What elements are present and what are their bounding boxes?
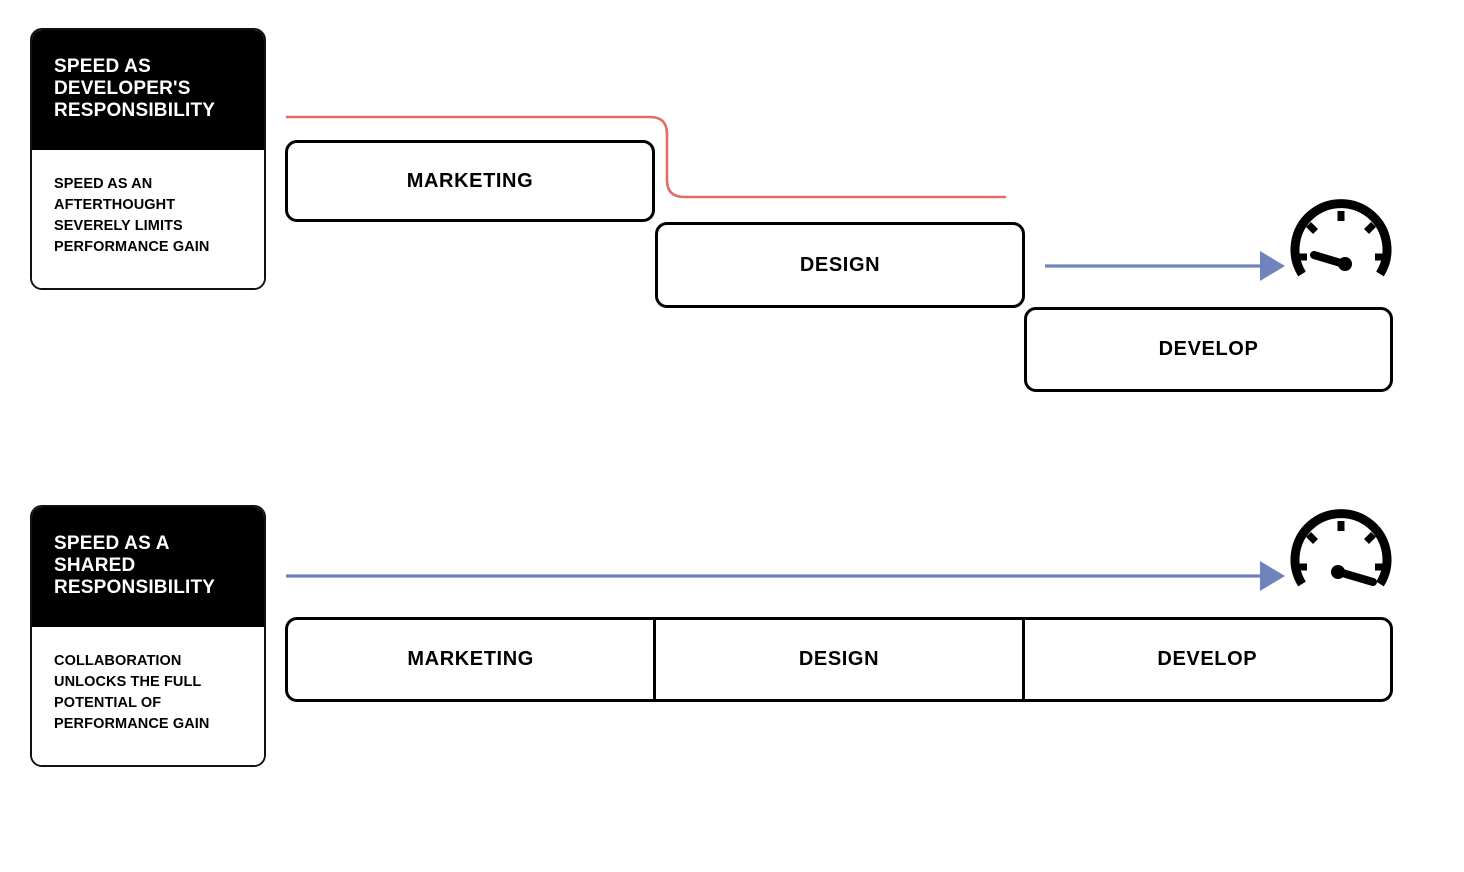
stage-box-label-design-bottom: DESIGN <box>798 648 880 670</box>
stage-box-label-marketing-top: MARKETING <box>406 169 534 192</box>
card-developer-responsibility: SPEED AS DEVELOPER'S RESPONSIBILITY SPEE… <box>30 28 266 291</box>
card-body-text-developer: SPEED AS AN AFTERTHOUGHT SEVERELY LIMITS… <box>54 176 210 256</box>
speedometer-low-icon <box>1290 199 1392 277</box>
stage-box-develop-top[interactable]: DEVELOP <box>1024 307 1393 392</box>
card-shared-responsibility: SPEED AS A SHARED RESPONSIBILITY COLLABO… <box>30 505 266 768</box>
stage-box-label-marketing-bottom: MARKETING <box>407 648 534 670</box>
stage-box-design-top[interactable]: DESIGN <box>655 222 1025 308</box>
blue-flow-arrow-long <box>286 561 1285 591</box>
stage-box-label-develop-bottom: DEVELOP <box>1157 648 1258 670</box>
card-header-text-shared: SPEED AS A SHARED RESPONSIBILITY <box>54 533 216 599</box>
joined-stage-bar: MARKETING DESIGN DEVELOP <box>285 617 1393 702</box>
speedometer-high-icon <box>1290 509 1392 587</box>
stage-box-label-develop-top: DEVELOP <box>1158 338 1259 360</box>
blue-flow-arrow-short <box>1045 251 1285 281</box>
card-body-developer: SPEED AS AN AFTERTHOUGHT SEVERELY LIMITS… <box>32 150 264 289</box>
stage-box-design-bottom[interactable]: DESIGN <box>653 620 1021 699</box>
card-header-text-developer: SPEED AS DEVELOPER'S RESPONSIBILITY <box>54 56 216 122</box>
stage-box-marketing-bottom[interactable]: MARKETING <box>288 620 653 699</box>
card-body-text-shared: COLLABORATION UNLOCKS THE FULL POTENTIAL… <box>54 653 210 733</box>
stage-box-marketing-top[interactable]: MARKETING <box>285 140 655 222</box>
card-body-shared: COLLABORATION UNLOCKS THE FULL POTENTIAL… <box>32 627 264 766</box>
stage-box-develop-bottom[interactable]: DEVELOP <box>1021 620 1390 699</box>
stage-box-label-design-top: DESIGN <box>799 253 881 276</box>
card-header-developer: SPEED AS DEVELOPER'S RESPONSIBILITY <box>32 30 264 151</box>
card-header-shared: SPEED AS A SHARED RESPONSIBILITY <box>32 507 264 628</box>
